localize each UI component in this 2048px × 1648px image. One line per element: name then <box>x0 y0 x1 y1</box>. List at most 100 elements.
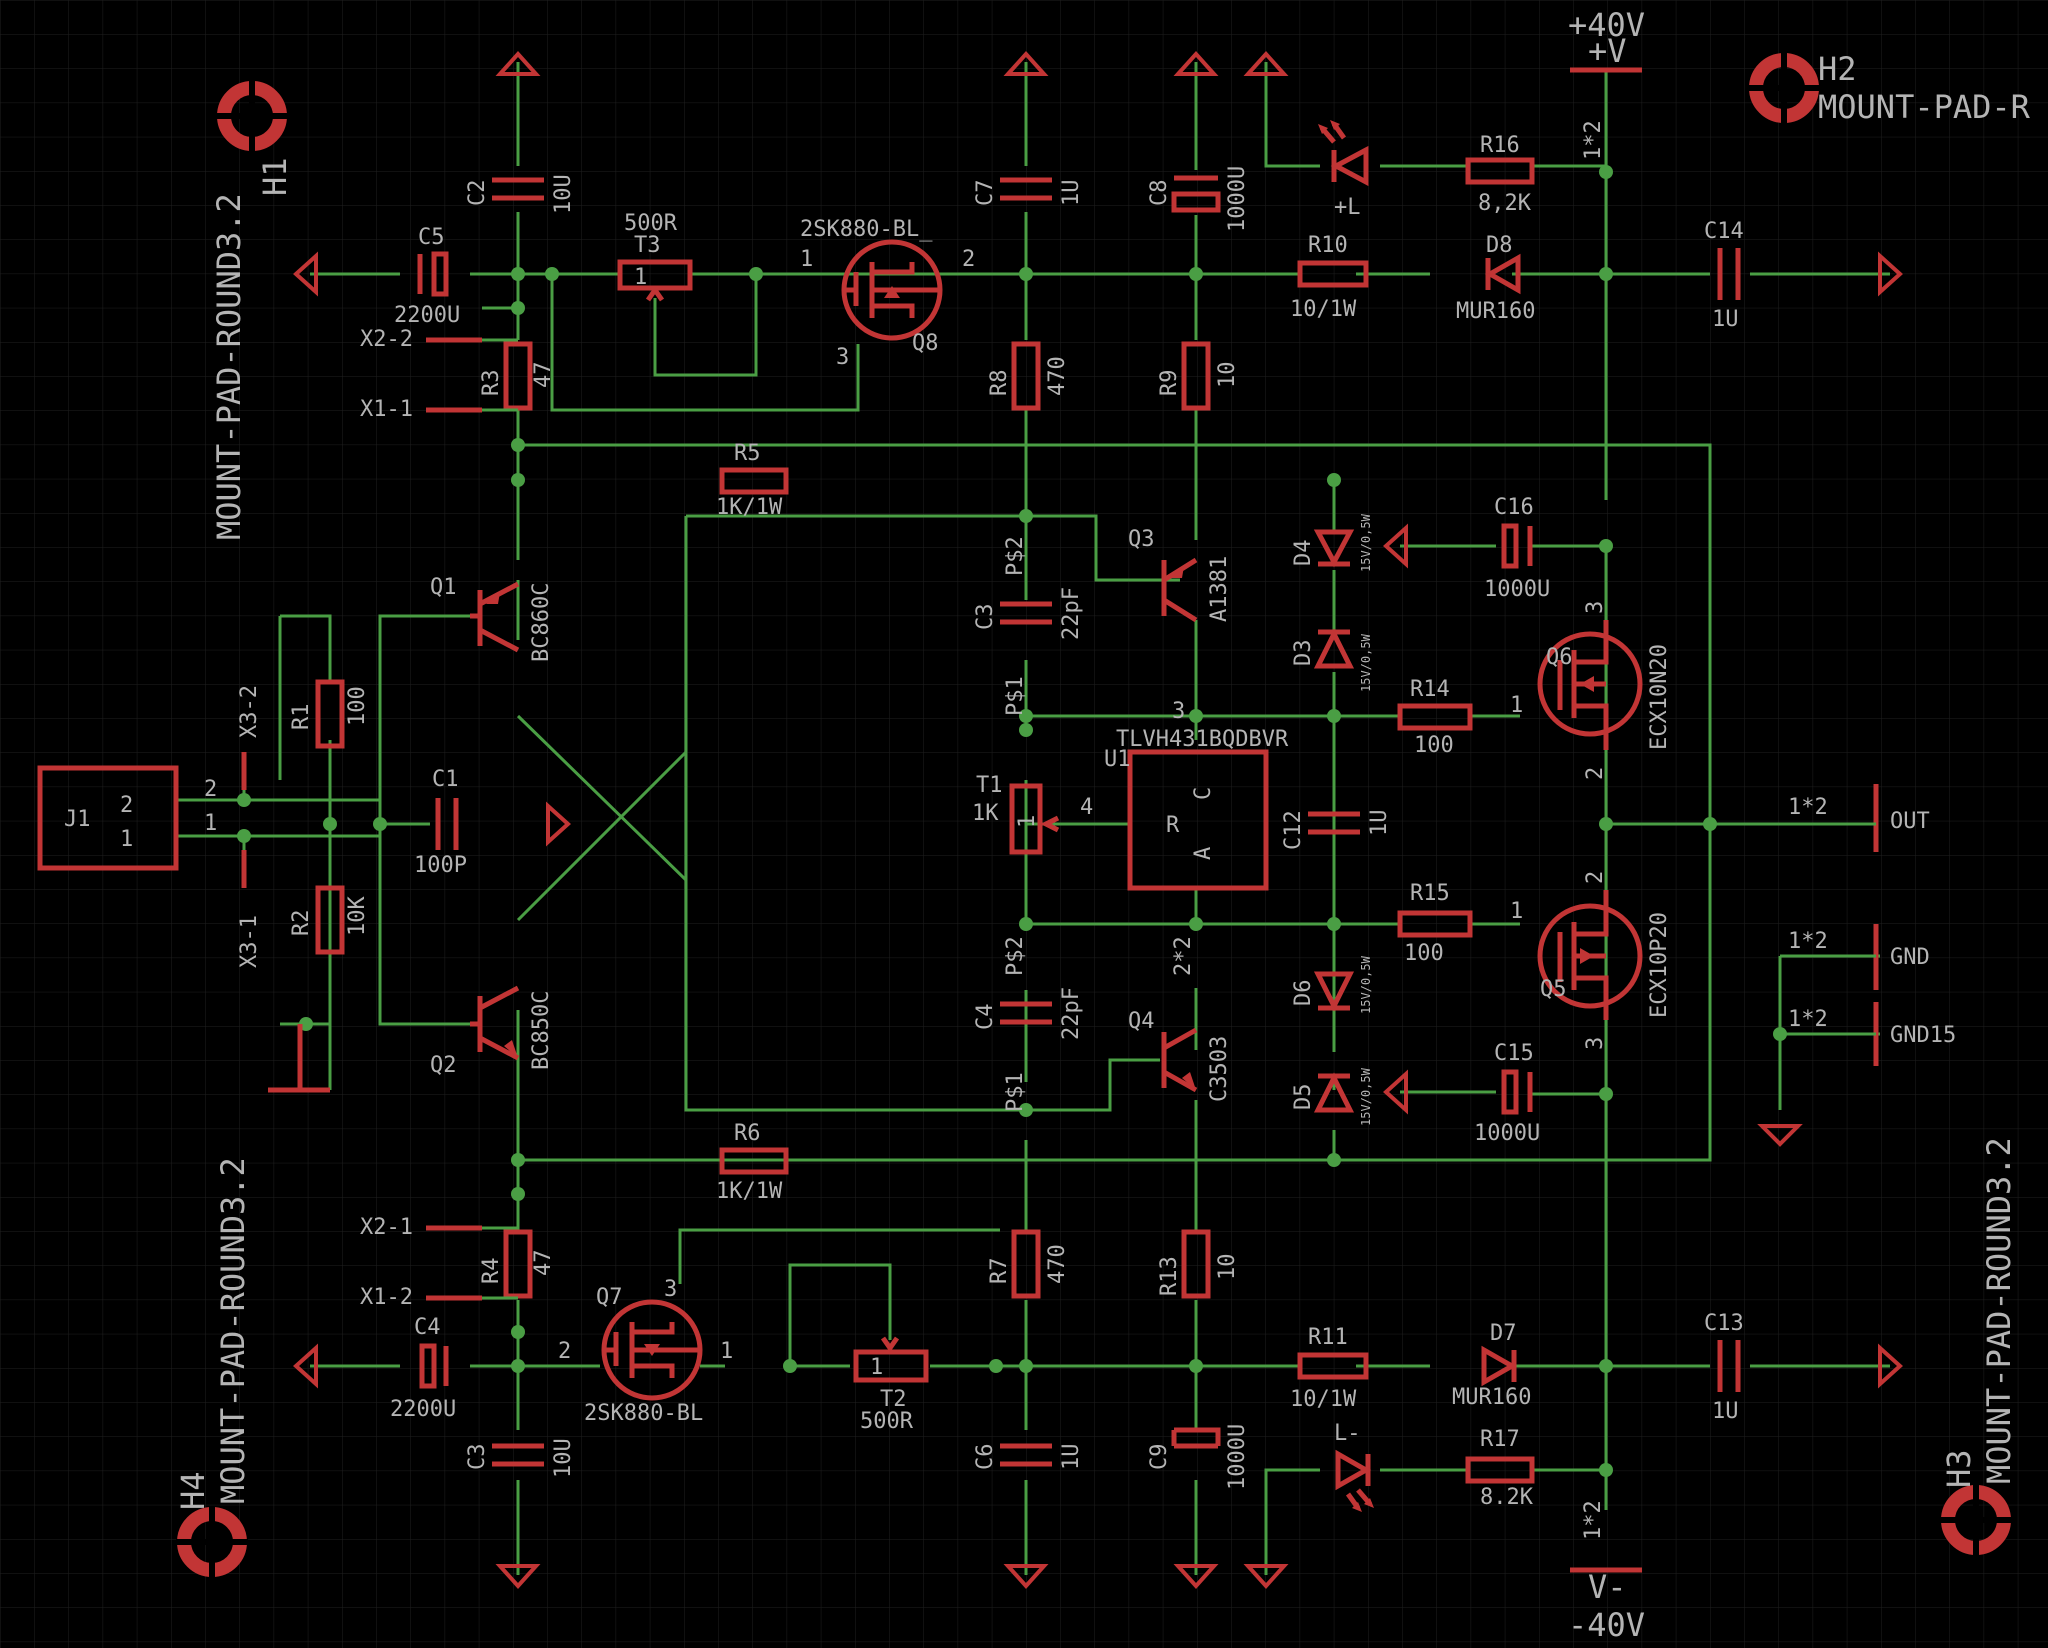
svg-text:100: 100 <box>1414 733 1454 758</box>
led-plus: +L <box>1318 120 1369 220</box>
zener-d4: D4 15V/0,5W <box>1291 513 1373 572</box>
svg-text:3: 3 <box>836 345 849 370</box>
h2-name: H2 <box>1818 50 1857 88</box>
neg-rail-voltage: -40V <box>1568 1606 1645 1644</box>
svg-text:ECX10N20: ECX10N20 <box>1647 644 1672 750</box>
trimmer-t1: 1 T1 1K <box>972 773 1060 855</box>
svg-text:Q2: Q2 <box>430 1053 457 1078</box>
zener-d3: D3 15V/0,5W <box>1291 628 1373 692</box>
svg-text:500R: 500R <box>860 1409 914 1434</box>
svg-text:R11: R11 <box>1308 1325 1348 1350</box>
svg-text:P$1: P$1 <box>1003 676 1028 716</box>
svg-text:10U: 10U <box>551 174 576 214</box>
svg-text:1: 1 <box>634 265 647 290</box>
svg-text:C16: C16 <box>1494 495 1534 520</box>
svg-text:D8: D8 <box>1486 233 1513 258</box>
svg-text:2200U: 2200U <box>394 303 460 328</box>
diode-d7: D7 MUR160 <box>1452 1321 1531 1410</box>
test-stubs: X2-2 X1-1 X2-1 X1-2 <box>360 327 518 1310</box>
svg-text:R13: R13 <box>1157 1256 1182 1296</box>
svg-text:2: 2 <box>558 1339 571 1364</box>
svg-text:15V/0,5W: 15V/0,5W <box>1359 1067 1373 1126</box>
svg-text:10U: 10U <box>551 1438 576 1478</box>
resistor-r13: R13 10 <box>1157 1229 1240 1299</box>
pos-rail-voltage: +40V <box>1568 6 1645 44</box>
resistor-r1: R1 100 <box>289 679 370 749</box>
capacitor-c7: C7 1U <box>973 177 1084 207</box>
svg-text:R9: R9 <box>1157 370 1182 397</box>
h1-name: H1 <box>256 157 294 196</box>
svg-text:P$1: P$1 <box>1003 1072 1028 1112</box>
svg-text:1: 1 <box>1510 693 1523 718</box>
svg-text:D7: D7 <box>1490 1321 1517 1346</box>
wires <box>176 62 1890 1575</box>
svg-text:R10: R10 <box>1308 233 1348 258</box>
output-connectors: 1*2 OUT 1*2 GND 1*2 GND15 <box>1780 784 1956 1066</box>
svg-text:Q8: Q8 <box>912 331 939 356</box>
resistor-r7: R7 470 <box>987 1229 1070 1299</box>
svg-text:1: 1 <box>1510 899 1523 924</box>
mount-pad-h3: H3 MOUNT-PAD-ROUND3.2 <box>1940 1137 2018 1556</box>
svg-text:3: 3 <box>664 1277 677 1302</box>
svg-text:BC850C: BC850C <box>529 991 554 1070</box>
svg-text:R2: R2 <box>289 910 314 937</box>
svg-text:1: 1 <box>120 827 133 852</box>
svg-text:1U: 1U <box>1712 1399 1739 1424</box>
svg-text:R4: R4 <box>479 1258 504 1285</box>
h1-value: MOUNT-PAD-ROUND3.2 <box>210 193 248 540</box>
capacitor-c13: C13 1U <box>1704 1311 1744 1424</box>
svg-text:47: 47 <box>531 362 556 389</box>
svg-text:8,2K: 8,2K <box>1478 191 1532 216</box>
supply-symbols <box>268 51 1903 1589</box>
resistor-r8: R8 470 <box>987 341 1070 411</box>
svg-text:3: 3 <box>1172 699 1185 724</box>
svg-text:C4: C4 <box>973 1004 998 1031</box>
svg-text:15V/0,5W: 15V/0,5W <box>1359 633 1373 692</box>
svg-text:1: 1 <box>1015 815 1040 828</box>
svg-text:D3: D3 <box>1291 640 1316 667</box>
svg-text:T1: T1 <box>976 773 1003 798</box>
svg-text:C3503: C3503 <box>1207 1036 1232 1102</box>
svg-text:22pF: 22pF <box>1059 587 1084 640</box>
svg-text:R1: R1 <box>289 704 314 731</box>
svg-text:P$2: P$2 <box>1003 936 1028 976</box>
svg-text:D6: D6 <box>1291 980 1316 1007</box>
svg-text:100P: 100P <box>414 853 467 878</box>
svg-text:2*2: 2*2 <box>1171 936 1196 976</box>
resistor-r10: R10 10/1W <box>1290 233 1369 322</box>
svg-text:10/1W: 10/1W <box>1290 1387 1357 1412</box>
capacitor-c2: C2 10U <box>465 174 576 214</box>
svg-text:1: 1 <box>870 1355 883 1380</box>
svg-text:2200U: 2200U <box>390 1397 456 1422</box>
svg-text:1: 1 <box>204 811 217 836</box>
svg-text:R17: R17 <box>1480 1427 1520 1452</box>
svg-text:+L: +L <box>1334 195 1361 220</box>
svg-text:15V/0,5W: 15V/0,5W <box>1359 513 1373 572</box>
trimmer-t2: 1 T2 500R <box>853 1336 929 1434</box>
svg-text:T3: T3 <box>634 233 661 258</box>
capacitor-c12: C12 1U <box>1281 810 1392 851</box>
h3-value: MOUNT-PAD-ROUND3.2 <box>1980 1137 2018 1484</box>
svg-text:A1381: A1381 <box>1207 556 1232 622</box>
svg-text:2: 2 <box>204 777 217 802</box>
svg-text:8.2K: 8.2K <box>1480 1485 1534 1510</box>
gnd15-pin: 1*2 <box>1788 1007 1828 1032</box>
svg-text:47: 47 <box>531 1250 556 1277</box>
vneg-pin: 1*2 <box>1581 1500 1606 1540</box>
svg-text:C4: C4 <box>414 1315 441 1340</box>
capacitor-c14: C14 1U <box>1704 219 1744 332</box>
svg-text:1: 1 <box>800 247 813 272</box>
svg-text:R15: R15 <box>1410 881 1450 906</box>
svg-text:Q5: Q5 <box>1540 977 1567 1002</box>
svg-text:1U: 1U <box>1059 180 1084 207</box>
svg-text:R5: R5 <box>734 441 761 466</box>
svg-text:1000U: 1000U <box>1484 577 1550 602</box>
svg-text:R6: R6 <box>734 1121 761 1146</box>
mosfet-q5: Q5 ECX10P20 1 2 3 <box>1510 871 1672 1050</box>
svg-text:15V/0,5W: 15V/0,5W <box>1359 955 1373 1014</box>
svg-text:1U: 1U <box>1059 1444 1084 1471</box>
mount-pad-h1: H1 MOUNT-PAD-ROUND3.2 <box>210 80 294 540</box>
resistor-r11: R11 10/1W <box>1290 1325 1369 1412</box>
led-minus: L- <box>1334 1421 1374 1512</box>
